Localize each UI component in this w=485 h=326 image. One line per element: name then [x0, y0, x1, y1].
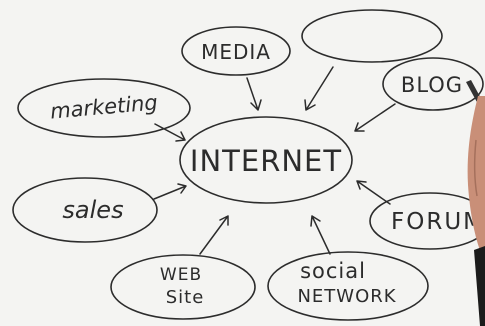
arrow-sales	[153, 183, 187, 200]
arrow-forum	[356, 180, 391, 205]
blog-label: BLOG	[401, 73, 463, 97]
forum-label: FORUM	[391, 209, 485, 235]
sales-label: sales	[62, 196, 123, 224]
arrow-website	[199, 215, 229, 255]
hand-skin	[467, 96, 485, 262]
hand-with-marker	[466, 80, 485, 326]
arrow-blog	[354, 103, 396, 132]
arrow-marketing	[154, 123, 186, 142]
arrow-blank	[304, 66, 334, 111]
media-ellipse	[181, 26, 291, 76]
blank-ellipse	[301, 9, 443, 63]
website-label-line1: WEB	[160, 265, 202, 285]
marketing-ellipse	[17, 78, 191, 138]
sleeve	[474, 246, 485, 326]
social-label-line1: social	[300, 259, 366, 283]
center-label: INTERNET	[190, 144, 342, 178]
finger-shadow	[473, 139, 478, 197]
arrow-social	[310, 215, 331, 255]
website-ellipse	[110, 254, 256, 320]
media-label: MEDIA	[201, 40, 271, 64]
center-ellipse	[179, 116, 353, 204]
sales-ellipse	[12, 177, 158, 243]
blog-ellipse	[382, 57, 484, 111]
forum-ellipse	[369, 192, 485, 250]
social-label-line2: NETWORK	[297, 286, 396, 307]
social-ellipse	[267, 251, 429, 321]
arrow-media	[246, 77, 262, 111]
website-label-line2: Site	[166, 287, 205, 308]
